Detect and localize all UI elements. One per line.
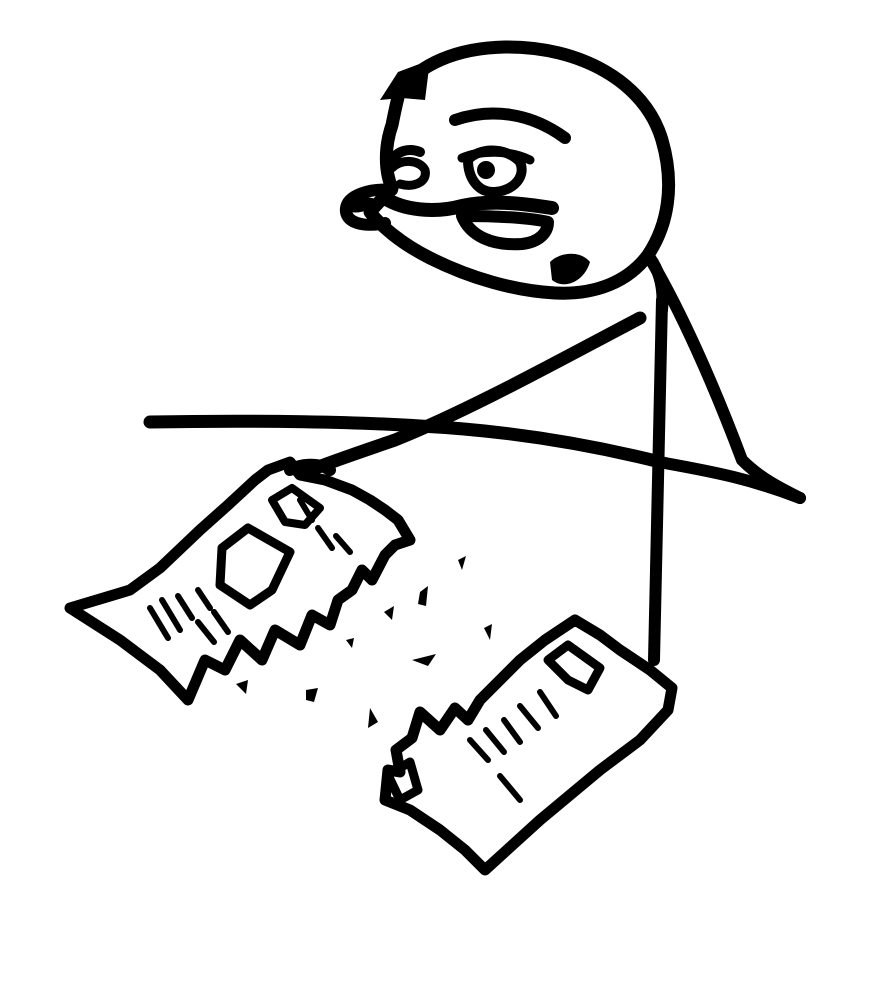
figure-left-brow — [387, 145, 425, 165]
figure-nose — [339, 183, 398, 231]
torn-paper-left-sheet — [64, 456, 416, 706]
stick-figure — [143, 40, 806, 666]
figure-left-eye — [387, 157, 430, 190]
figure-hair — [380, 60, 430, 100]
torn-paper-right-sheet — [379, 614, 678, 876]
figure-upper-lip — [381, 193, 559, 217]
figure-chin — [550, 253, 590, 285]
figure-torso — [648, 294, 668, 666]
figure-head — [363, 40, 676, 300]
figure-front-arm — [293, 311, 647, 481]
figure-hand — [284, 458, 336, 476]
figure-right-brow — [449, 107, 571, 144]
torn-paper-right — [379, 614, 678, 876]
paper-fragments — [236, 556, 492, 728]
torn-paper-left — [64, 456, 416, 706]
